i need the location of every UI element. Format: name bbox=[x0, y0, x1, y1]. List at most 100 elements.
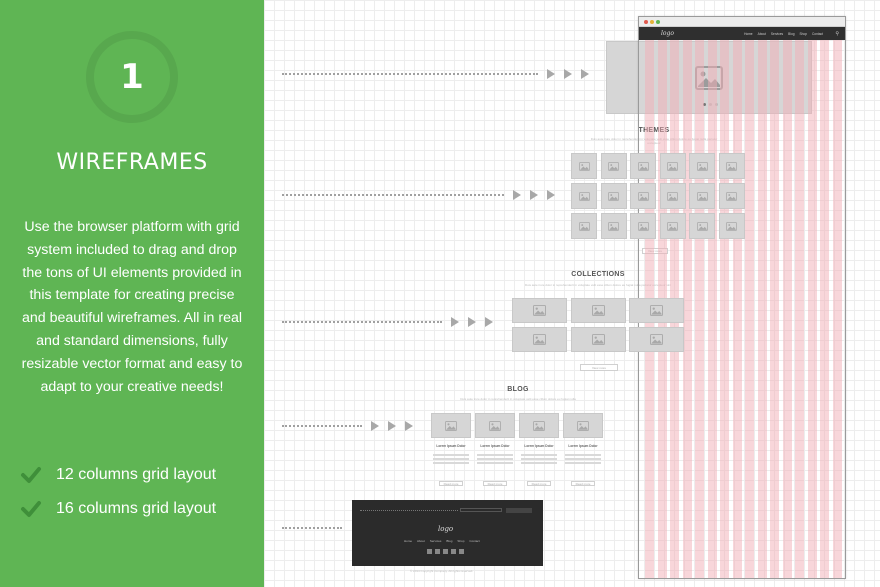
theme-thumbnail[interactable] bbox=[630, 153, 656, 179]
read-more-button[interactable]: Read more bbox=[483, 481, 507, 486]
theme-thumbnail[interactable] bbox=[600, 183, 627, 209]
blog-text-line bbox=[433, 454, 469, 456]
image-icon bbox=[696, 191, 708, 201]
footer-link[interactable]: Contact bbox=[469, 539, 480, 543]
search-icon[interactable]: ⚲ bbox=[835, 31, 839, 37]
image-icon bbox=[650, 334, 663, 345]
image-icon bbox=[726, 221, 737, 231]
newsletter-input[interactable] bbox=[460, 508, 502, 512]
blog-text-line bbox=[565, 454, 601, 456]
nav-link[interactable]: Shop bbox=[799, 32, 807, 36]
collections-subtitle: Duis aute irure dolor in reprehenderit i… bbox=[524, 283, 672, 287]
nav-link[interactable]: Home bbox=[744, 32, 753, 36]
grid-column bbox=[732, 40, 742, 578]
newsletter-label-line bbox=[360, 510, 458, 514]
nav-link[interactable]: Services bbox=[770, 32, 784, 36]
info-panel: 1 WIREFRAMES Use the browser platform wi… bbox=[0, 0, 264, 587]
footer-nav: Home About Services Blog Shop Contact bbox=[404, 539, 480, 543]
read-more-button[interactable]: Read more bbox=[439, 481, 463, 486]
collection-thumbnail[interactable] bbox=[629, 298, 684, 323]
nav-link[interactable]: About bbox=[757, 32, 766, 36]
grid-column bbox=[807, 40, 817, 578]
check-icon bbox=[21, 467, 41, 483]
blog-subtitle: Duis aute irure dolor in reprehenderit i… bbox=[460, 397, 576, 401]
theme-thumbnail[interactable] bbox=[689, 183, 715, 209]
collection-thumbnail[interactable] bbox=[570, 327, 626, 352]
blog-post-title[interactable]: Lorem Ipsum Dolor bbox=[480, 444, 510, 448]
theme-thumbnail[interactable] bbox=[630, 183, 656, 209]
instagram-icon[interactable] bbox=[451, 549, 456, 554]
theme-thumbnail[interactable] bbox=[600, 213, 627, 239]
theme-thumbnail[interactable] bbox=[659, 153, 686, 179]
blog-post-image[interactable] bbox=[475, 413, 515, 438]
theme-thumbnail[interactable] bbox=[571, 183, 597, 209]
collection-thumbnail[interactable] bbox=[512, 327, 567, 352]
facebook-icon[interactable] bbox=[427, 549, 432, 554]
blog-text-line bbox=[521, 462, 557, 464]
nav-link[interactable]: Blog bbox=[788, 32, 795, 36]
footer-link[interactable]: Home bbox=[404, 539, 413, 543]
footer-link[interactable]: Shop bbox=[457, 539, 465, 543]
step-badge: 1 bbox=[86, 31, 178, 123]
image-icon bbox=[726, 191, 737, 201]
blog-post-image[interactable] bbox=[431, 413, 471, 438]
grid-column bbox=[682, 40, 692, 578]
image-icon bbox=[533, 334, 546, 345]
theme-thumbnail[interactable] bbox=[630, 213, 656, 239]
blog-post-title[interactable]: Lorem Ipsum Dolor bbox=[568, 444, 598, 448]
theme-thumbnail[interactable] bbox=[718, 183, 745, 209]
blog-text-line bbox=[565, 458, 601, 460]
email-icon[interactable] bbox=[459, 549, 464, 554]
theme-thumbnail[interactable] bbox=[571, 213, 597, 239]
read-more-button[interactable]: Read more bbox=[571, 481, 595, 486]
blog-text-line bbox=[433, 462, 469, 464]
blog-title: BLOG bbox=[507, 386, 529, 393]
twitter-icon[interactable] bbox=[435, 549, 440, 554]
footer-link[interactable]: About bbox=[417, 539, 425, 543]
grid-column bbox=[770, 40, 779, 578]
footer-link[interactable]: Services bbox=[429, 539, 442, 543]
panel-description: Use the browser platform with grid syste… bbox=[21, 219, 243, 395]
view-more-button[interactable]: View more bbox=[642, 248, 668, 254]
theme-thumbnail[interactable] bbox=[659, 213, 686, 239]
arrow-connector bbox=[282, 69, 589, 79]
blog-post-title[interactable]: Lorem Ipsum Dolor bbox=[436, 444, 466, 448]
site-logo[interactable]: logo bbox=[661, 30, 674, 37]
minimize-dot-icon bbox=[650, 20, 654, 24]
grid-column bbox=[782, 40, 792, 578]
nav-link[interactable]: Contact bbox=[812, 32, 823, 36]
image-icon bbox=[650, 305, 663, 316]
theme-thumbnail[interactable] bbox=[689, 153, 715, 179]
theme-thumbnail[interactable] bbox=[718, 153, 745, 179]
image-icon bbox=[637, 221, 649, 231]
collection-thumbnail[interactable] bbox=[570, 298, 626, 323]
image-icon bbox=[667, 161, 678, 171]
arrow-connector bbox=[282, 523, 342, 533]
grid-column bbox=[795, 40, 804, 578]
blog-post-image[interactable] bbox=[519, 413, 559, 438]
image-icon bbox=[726, 161, 737, 171]
collection-thumbnail[interactable] bbox=[629, 327, 684, 352]
collection-thumbnail[interactable] bbox=[512, 298, 567, 323]
view-more-button[interactable]: View more bbox=[580, 364, 618, 371]
theme-thumbnail[interactable] bbox=[659, 183, 686, 209]
subscribe-button[interactable] bbox=[506, 508, 532, 513]
theme-thumbnail[interactable] bbox=[718, 213, 745, 239]
step-number: 1 bbox=[120, 57, 144, 97]
read-more-button[interactable]: Read more bbox=[527, 481, 551, 486]
footer-logo[interactable]: logo bbox=[438, 525, 454, 533]
image-icon bbox=[591, 305, 605, 316]
grid-column bbox=[720, 40, 729, 578]
vimeo-icon[interactable] bbox=[443, 549, 448, 554]
blog-post-title[interactable]: Lorem Ipsum Dolor bbox=[524, 444, 554, 448]
feature-label: 16 columns grid layout bbox=[56, 500, 217, 517]
theme-thumbnail[interactable] bbox=[689, 213, 715, 239]
grid-column bbox=[832, 40, 842, 578]
image-icon bbox=[637, 161, 649, 171]
arrow-connector bbox=[282, 421, 413, 431]
theme-thumbnail[interactable] bbox=[600, 153, 627, 179]
blog-post-image[interactable] bbox=[563, 413, 603, 438]
grid-column bbox=[695, 40, 704, 578]
theme-thumbnail[interactable] bbox=[571, 153, 597, 179]
footer-link[interactable]: Blog bbox=[446, 539, 453, 543]
